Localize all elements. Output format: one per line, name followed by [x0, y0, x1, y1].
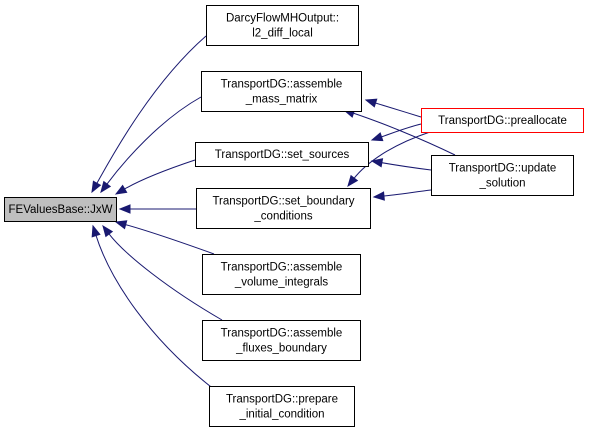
edge-assemble_volume-to-jxw: [114, 220, 215, 255]
edge-darcy_l2-to-jxw: [91, 35, 207, 194]
edge-assemble_mass-to-jxw: [100, 96, 202, 194]
node-label-line: TransportDG::update: [449, 163, 557, 175]
node-assemble_mass[interactable]: TransportDG::assemble_mass_matrix: [201, 71, 362, 112]
node-box: [206, 5, 359, 46]
edge-prepare_initial-to-jxw: [91, 224, 216, 391]
node-darcy_l2[interactable]: DarcyFlowMHOutput::l2_diff_local: [206, 5, 359, 46]
node-label-line: l2_diff_local: [252, 28, 313, 40]
edge-line: [374, 102, 422, 118]
edge-update_solution-to-set_boundary: [372, 189, 432, 201]
node-label-line: _volume_integrals: [234, 277, 329, 289]
edge-arrowhead: [91, 180, 102, 194]
edge-arrowhead: [370, 158, 384, 168]
node-box: [209, 386, 355, 427]
edge-line: [380, 162, 432, 171]
edge-line: [380, 123, 422, 138]
node-label-line: _solution: [478, 178, 525, 190]
edge-line: [108, 232, 223, 321]
edge-arrowhead: [372, 191, 385, 201]
edge-preallocate-to-set_boundary: [347, 131, 431, 188]
node-box: [421, 108, 584, 133]
node-label-line: DarcyFlowMHOutput::: [226, 13, 339, 25]
node-box: [4, 197, 117, 222]
edge-set_boundary-to-jxw: [118, 204, 196, 214]
edge-arrowhead: [100, 180, 112, 194]
edge-line: [95, 234, 216, 391]
edge-line: [382, 189, 432, 197]
edge-line: [124, 223, 215, 255]
edge-arrowhead: [370, 132, 384, 142]
node-label-line: _initial_condition: [238, 409, 324, 421]
node-label-line: TransportDG::prepare: [226, 394, 338, 406]
edge-set_sources-to-jxw: [114, 159, 196, 195]
edge-arrowhead: [91, 224, 101, 238]
node-label-line: TransportDG::set_boundary: [212, 196, 354, 208]
node-label-line: TransportDG::assemble: [221, 262, 343, 274]
node-prepare_initial[interactable]: TransportDG::prepare_initial_condition: [209, 386, 355, 427]
node-box: [202, 254, 361, 295]
edge-line: [95, 35, 207, 185]
node-label-line: _fluxes_boundary: [235, 343, 327, 355]
node-box: [202, 320, 361, 361]
edge-arrowhead: [118, 204, 131, 214]
node-label-line: TransportDG::assemble: [221, 328, 343, 340]
edge-arrowhead: [364, 98, 378, 108]
edge-update_solution-to-set_sources: [370, 158, 432, 171]
node-assemble_volume[interactable]: TransportDG::assemble_volume_integrals: [202, 254, 361, 295]
edge-line: [352, 112, 456, 156]
node-update_solution[interactable]: TransportDG::update_solution: [431, 155, 574, 196]
node-preallocate[interactable]: TransportDG::preallocate: [421, 108, 584, 133]
node-label-line: TransportDG::set_sources: [215, 149, 350, 161]
node-label-line: TransportDG::assemble: [221, 79, 343, 91]
edge-line: [353, 131, 431, 180]
node-set_sources[interactable]: TransportDG::set_sources: [195, 142, 369, 167]
node-box: [201, 71, 362, 112]
node-label-line: _mass_matrix: [245, 94, 318, 106]
edge-preallocate-to-set_sources: [370, 123, 422, 142]
edge-assemble_fluxes-to-jxw: [102, 224, 223, 321]
edge-preallocate-to-assemble_mass: [364, 98, 422, 118]
node-label-line: TransportDG::preallocate: [438, 115, 567, 127]
node-jxw[interactable]: FEValuesBase::JxW: [4, 197, 117, 222]
node-box: [196, 188, 371, 229]
node-set_boundary[interactable]: TransportDG::set_boundary_conditions: [196, 188, 371, 229]
edges-layer: [91, 35, 456, 391]
edge-arrowhead: [347, 174, 359, 188]
node-label-line: FEValuesBase::JxW: [9, 204, 113, 216]
node-label-line: _conditions: [253, 211, 312, 223]
edge-arrowhead: [114, 220, 128, 230]
node-assemble_fluxes[interactable]: TransportDG::assemble_fluxes_boundary: [202, 320, 361, 361]
edge-line: [123, 159, 196, 190]
nodes-layer: FEValuesBase::JxW DarcyFlowMHOutput::l2_d…: [4, 5, 584, 427]
node-box: [431, 155, 574, 196]
edge-arrowhead: [102, 224, 114, 238]
edge-line: [106, 96, 202, 186]
node-box: [195, 142, 369, 167]
edge-arrowhead: [114, 184, 128, 195]
